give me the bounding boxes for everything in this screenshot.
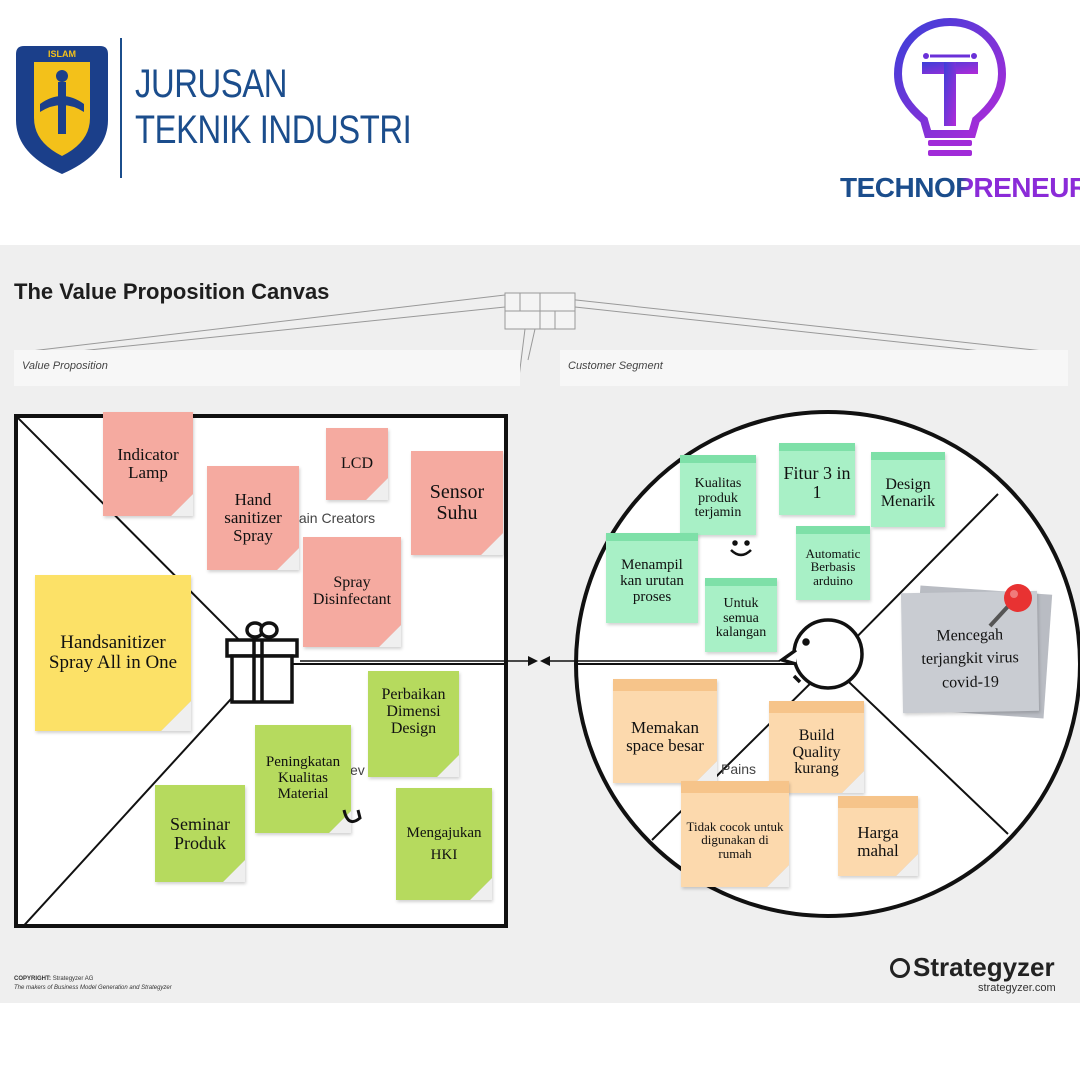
value-proposition-label: Value Proposition xyxy=(22,360,108,372)
note-hand-sanitizer-spray: Hand sanitizer Spray xyxy=(207,466,299,570)
note-mengajukan-hki: Mengajukan HKI xyxy=(396,788,492,900)
note-untuk-semua: Untuk semua kalangan xyxy=(705,578,777,652)
note-peningkatan-kualitas: Peningkatan Kualitas Material xyxy=(255,725,351,833)
seal-text-islam: ISLAM xyxy=(48,49,76,59)
note-indicator-lamp: Indicator Lamp xyxy=(103,412,193,516)
canvas-title: The Value Proposition Canvas xyxy=(14,279,330,304)
strategyzer-url: strategyzer.com xyxy=(978,982,1056,994)
note-spray-disinfectant: Spray Disinfectant xyxy=(303,537,401,647)
push-pin-icon xyxy=(984,582,1036,630)
pain-reliever-icon-fragment xyxy=(340,806,364,830)
strategyzer-logo: Strategyzer xyxy=(890,952,1055,983)
note-sensor-suhu: Sensor Suhu xyxy=(411,451,503,555)
department-line-1: JURUSAN xyxy=(135,62,288,106)
note-menampilkan-urutan: Menampil kan urutan proses xyxy=(606,533,698,623)
header-divider xyxy=(120,38,122,178)
university-seal: ISLAM xyxy=(14,42,110,182)
copyright-label: COPYRIGHT: xyxy=(14,976,52,982)
customer-face-icon xyxy=(776,610,866,706)
customer-segment-bar: Customer Segment xyxy=(560,350,1068,386)
pain-relievers-label: ev xyxy=(350,762,365,778)
brand-text: TECHNOPRENEUR xyxy=(840,172,1080,203)
double-arrow-connector xyxy=(300,656,780,666)
pains-label: Pains xyxy=(721,761,757,777)
note-fitur-3in1: Fitur 3 in 1 xyxy=(779,443,855,515)
note-memakan-space: Memakan space besar xyxy=(613,679,717,783)
note-tidak-cocok: Tidak cocok untuk digunakan di rumah xyxy=(681,781,789,887)
value-proposition-bar: Value Proposition xyxy=(14,350,520,386)
gift-icon xyxy=(223,620,301,706)
strategyzer-logo-text: Strategyzer xyxy=(913,952,1055,982)
lightbulb-logo-icon xyxy=(890,14,1010,166)
note-kualitas-produk: Kualitas produk terjamin xyxy=(680,455,756,535)
strategyzer-logo-icon xyxy=(890,958,910,978)
note-build-quality: Build Quality kurang xyxy=(769,701,864,793)
canvas-header-lines xyxy=(13,292,1063,386)
technopreneur-brand: TECHNOPRENEUR xyxy=(840,172,1080,204)
note-seminar-produk: Seminar Produk xyxy=(155,785,245,882)
department-line-2: TEKNIK INDUSTRI xyxy=(135,108,412,152)
smile-icon xyxy=(728,538,754,560)
note-harga-mahal: Harga mahal xyxy=(838,796,918,876)
note-automatic-arduino: Automatic Berbasis arduino xyxy=(796,526,870,600)
note-design-menarik: Design Menarik xyxy=(871,452,945,527)
gain-creators-label: Gain Creators xyxy=(288,510,376,526)
note-handsanitizer-all-in-one: Handsanitizer Spray All in One xyxy=(35,575,191,731)
note-perbaikan-dimensi: Perbaikan Dimensi Design xyxy=(368,671,459,777)
customer-segment-label: Customer Segment xyxy=(568,360,663,372)
note-lcd: LCD xyxy=(326,428,388,500)
copyright-tagline: The makers of Business Model Generation … xyxy=(14,985,172,991)
copyright-owner: Strategyzer AG xyxy=(52,976,94,982)
copyright-text: COPYRIGHT: Strategyzer AG The makers of … xyxy=(14,975,172,993)
